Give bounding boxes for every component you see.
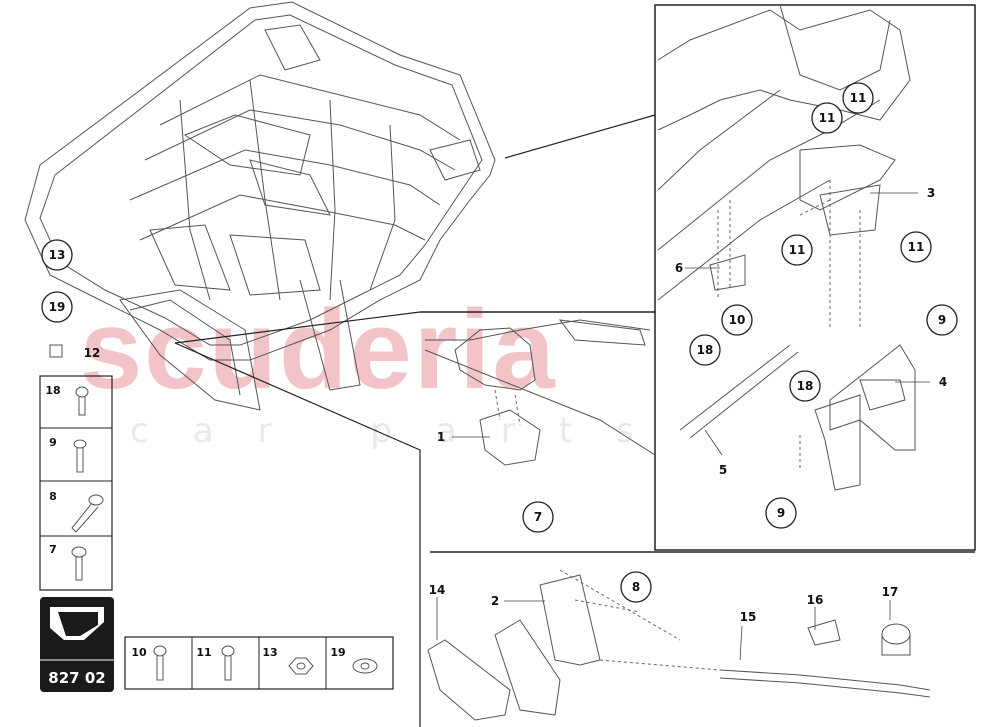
callout-circle	[926, 304, 958, 336]
callout-16: 16	[807, 593, 824, 607]
watermark-brand: scuderia	[80, 287, 557, 412]
callout-label: 17	[882, 585, 899, 599]
legend-left-label: 9	[49, 436, 57, 449]
callout-circle	[41, 239, 73, 271]
diagram-code-badge: 827 02	[40, 597, 114, 692]
callout-label: 9	[938, 313, 946, 327]
callout-11: 11	[842, 82, 874, 114]
callout-2: 2	[491, 594, 499, 608]
callout-label: 1	[437, 430, 445, 444]
watermark-sub: car parts	[130, 411, 678, 451]
callout-label: 16	[807, 593, 824, 607]
callout-circle	[900, 231, 932, 263]
callout-14: 14	[429, 583, 446, 597]
callout-10: 10	[721, 304, 753, 336]
legend-left-label: 8	[49, 490, 57, 503]
callout-label: 2	[491, 594, 499, 608]
callout-11: 11	[811, 102, 843, 134]
legend-left-label: 7	[49, 543, 57, 556]
diagram-code: 827 02	[48, 669, 105, 687]
main-assembly-drawing	[24, 1, 496, 411]
callout-label: 11	[819, 111, 836, 125]
callout-circle	[781, 234, 813, 266]
callout-circle	[842, 82, 874, 114]
legend-bottom-label: 10	[131, 646, 147, 659]
callout-11: 11	[781, 234, 813, 266]
callout-circle	[789, 370, 821, 402]
callout-label: 4	[939, 375, 947, 389]
callout-circle	[522, 501, 554, 533]
callout-circle	[620, 571, 652, 603]
callout-circle	[765, 497, 797, 529]
callout-label: 18	[797, 379, 814, 393]
detail-panel-bottom	[427, 551, 975, 721]
callout-15: 15	[740, 610, 757, 624]
callout-label: 5	[719, 463, 727, 477]
callout-18: 18	[689, 334, 721, 366]
callout-18: 18	[789, 370, 821, 402]
callout-label: 10	[729, 313, 746, 327]
callout-17: 17	[882, 585, 899, 599]
callout-12: 12	[84, 346, 101, 360]
callout-9: 9	[926, 304, 958, 336]
legend-bottom-label: 11	[196, 646, 211, 659]
detail-panel-middle	[420, 311, 656, 466]
callout-19: 19	[41, 291, 73, 323]
legend-left: 18 9 8 7	[39, 344, 113, 591]
callout-label: 18	[697, 343, 714, 357]
callout-8: 8	[620, 571, 652, 603]
legend-bottom-label: 13	[262, 646, 277, 659]
callout-1: 1	[437, 430, 445, 444]
callout-label: 12	[84, 346, 101, 360]
callout-label: 11	[850, 91, 867, 105]
callout-5: 5	[719, 463, 727, 477]
watermark: scuderia car parts	[80, 287, 678, 451]
callout-7: 7	[522, 501, 554, 533]
callout-label: 13	[49, 248, 66, 262]
callout-label: 11	[908, 240, 925, 254]
legend-bottom: 10 11 13 19	[124, 636, 394, 690]
callout-label: 6	[675, 261, 683, 275]
callout-label: 11	[789, 243, 806, 257]
callout-6: 6	[675, 261, 683, 275]
callout-label: 7	[534, 510, 542, 524]
callout-label: 15	[740, 610, 757, 624]
callout-4: 4	[939, 375, 947, 389]
legend-left-label: 18	[45, 384, 60, 397]
callout-label: 14	[429, 583, 446, 597]
callout-3: 3	[927, 186, 935, 200]
legend-bottom-label: 19	[330, 646, 345, 659]
callout-label: 9	[777, 506, 785, 520]
callout-label: 8	[632, 580, 640, 594]
callout-label: 3	[927, 186, 935, 200]
callout-circle	[811, 102, 843, 134]
callout-9: 9	[765, 497, 797, 529]
callout-11: 11	[900, 231, 932, 263]
callout-13: 13	[41, 239, 73, 271]
detail-panel-upper-right	[654, 4, 976, 551]
callout-circle	[41, 291, 73, 323]
callout-circle	[689, 334, 721, 366]
callout-circle	[721, 304, 753, 336]
callout-label: 19	[49, 300, 66, 314]
leader-lines	[436, 192, 930, 661]
zoom-lines	[174, 114, 656, 727]
